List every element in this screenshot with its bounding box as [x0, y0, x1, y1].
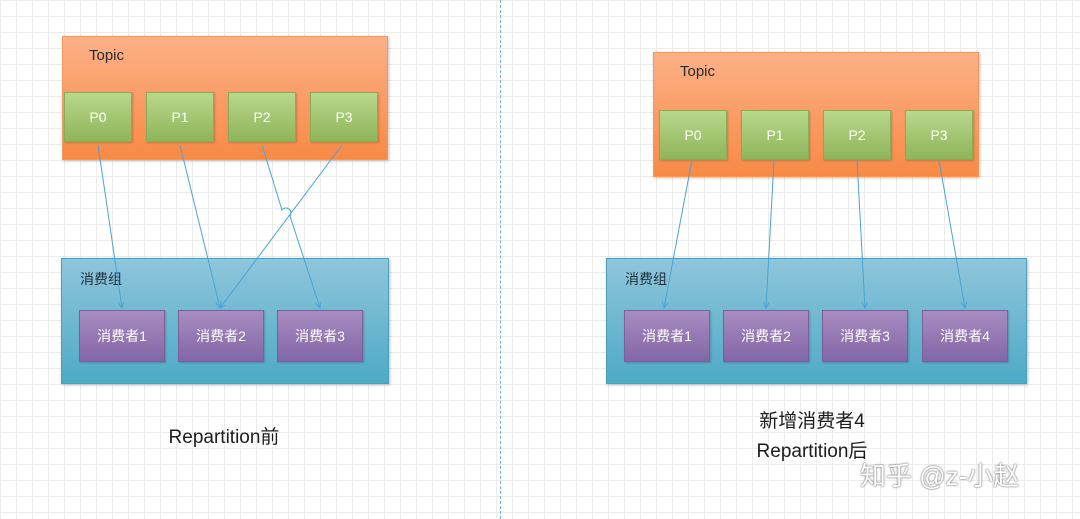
- watermark: 知乎 @z-小赵: [860, 461, 1020, 491]
- consumer-2-after: 消费者2: [723, 310, 809, 362]
- consumer-2-before: 消费者2: [178, 310, 264, 362]
- partition-p1-before: P1: [146, 92, 214, 142]
- consumer-1-before: 消费者1: [79, 310, 165, 362]
- center-divider: [500, 0, 501, 519]
- caption-before: Repartition前: [168, 427, 280, 448]
- topic-label-after: Topic: [680, 63, 716, 80]
- caption-after-line1: 新增消费者4: [759, 411, 865, 432]
- consumer-1-after: 消费者1: [624, 310, 710, 362]
- group-label-after: 消费组: [625, 271, 667, 287]
- partition-p3-after: P3: [905, 110, 973, 160]
- partition-p3-before: P3: [310, 92, 378, 142]
- consumer-4-after: 消费者4: [922, 310, 1008, 362]
- partition-p0-after: P0: [659, 110, 727, 160]
- partition-p2-after: P2: [823, 110, 891, 160]
- topic-label-before: Topic: [89, 47, 125, 64]
- consumer-3-after: 消费者3: [822, 310, 908, 362]
- partition-p2-before: P2: [228, 92, 296, 142]
- consumer-3-before: 消费者3: [277, 310, 363, 362]
- caption-after-line2: Repartition后: [756, 441, 868, 462]
- partition-p1-after: P1: [741, 110, 809, 160]
- group-label-before: 消费组: [80, 271, 122, 287]
- partition-p0-before: P0: [64, 92, 132, 142]
